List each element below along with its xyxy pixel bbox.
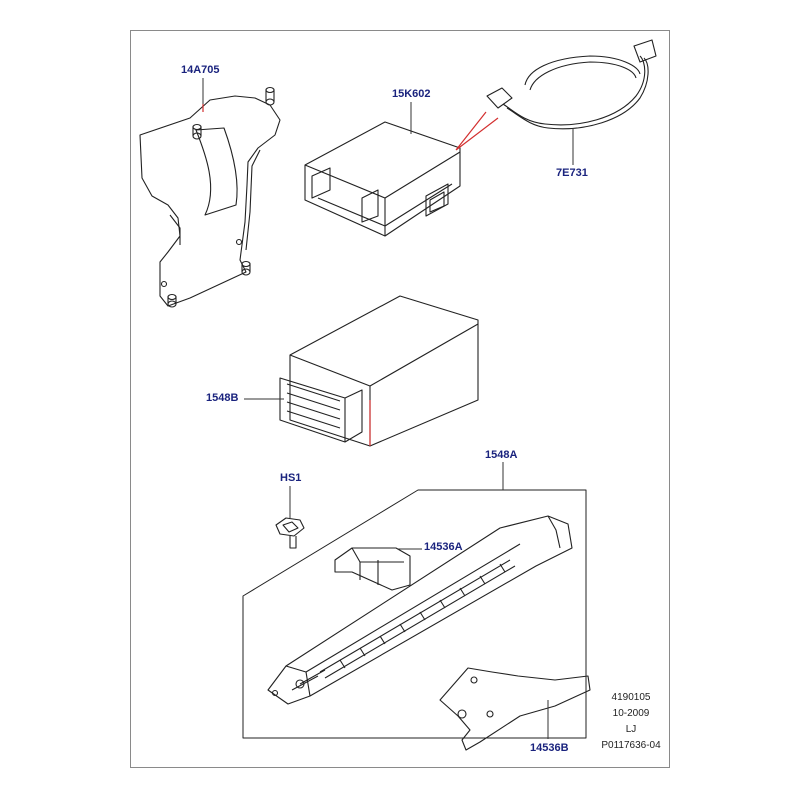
callout-HS1: HS1 [280, 472, 302, 484]
part-HS1-screw [275, 517, 305, 549]
footer-initials: LJ [625, 724, 637, 735]
callout-1548A: 1548A [485, 449, 518, 461]
red-connection-lines [455, 111, 499, 151]
callout-14536A: 14536A [424, 541, 463, 553]
diagram-frame [130, 30, 670, 768]
callout-1548B: 1548B [206, 392, 239, 404]
part-15K602-module [304, 121, 461, 237]
group-frame-1548A [242, 489, 587, 739]
part-1548A-tray [267, 515, 573, 705]
part-1548B-module [279, 295, 479, 447]
callout-15K602: 15K602 [392, 88, 431, 100]
footer-drawing-number: P0117636-04 [601, 740, 661, 751]
part-14A705-bracket [139, 86, 281, 308]
part-14536B-bracket [439, 667, 591, 751]
callout-14536B: 14536B [530, 742, 569, 754]
callout-7E731: 7E731 [556, 167, 588, 179]
footer-date: 10-2009 [612, 708, 650, 719]
part-7E731-harness [486, 39, 657, 130]
part-14536A-clip [334, 547, 411, 591]
callout-14A705: 14A705 [181, 64, 220, 76]
footer-ref: 4190105 [611, 692, 651, 703]
